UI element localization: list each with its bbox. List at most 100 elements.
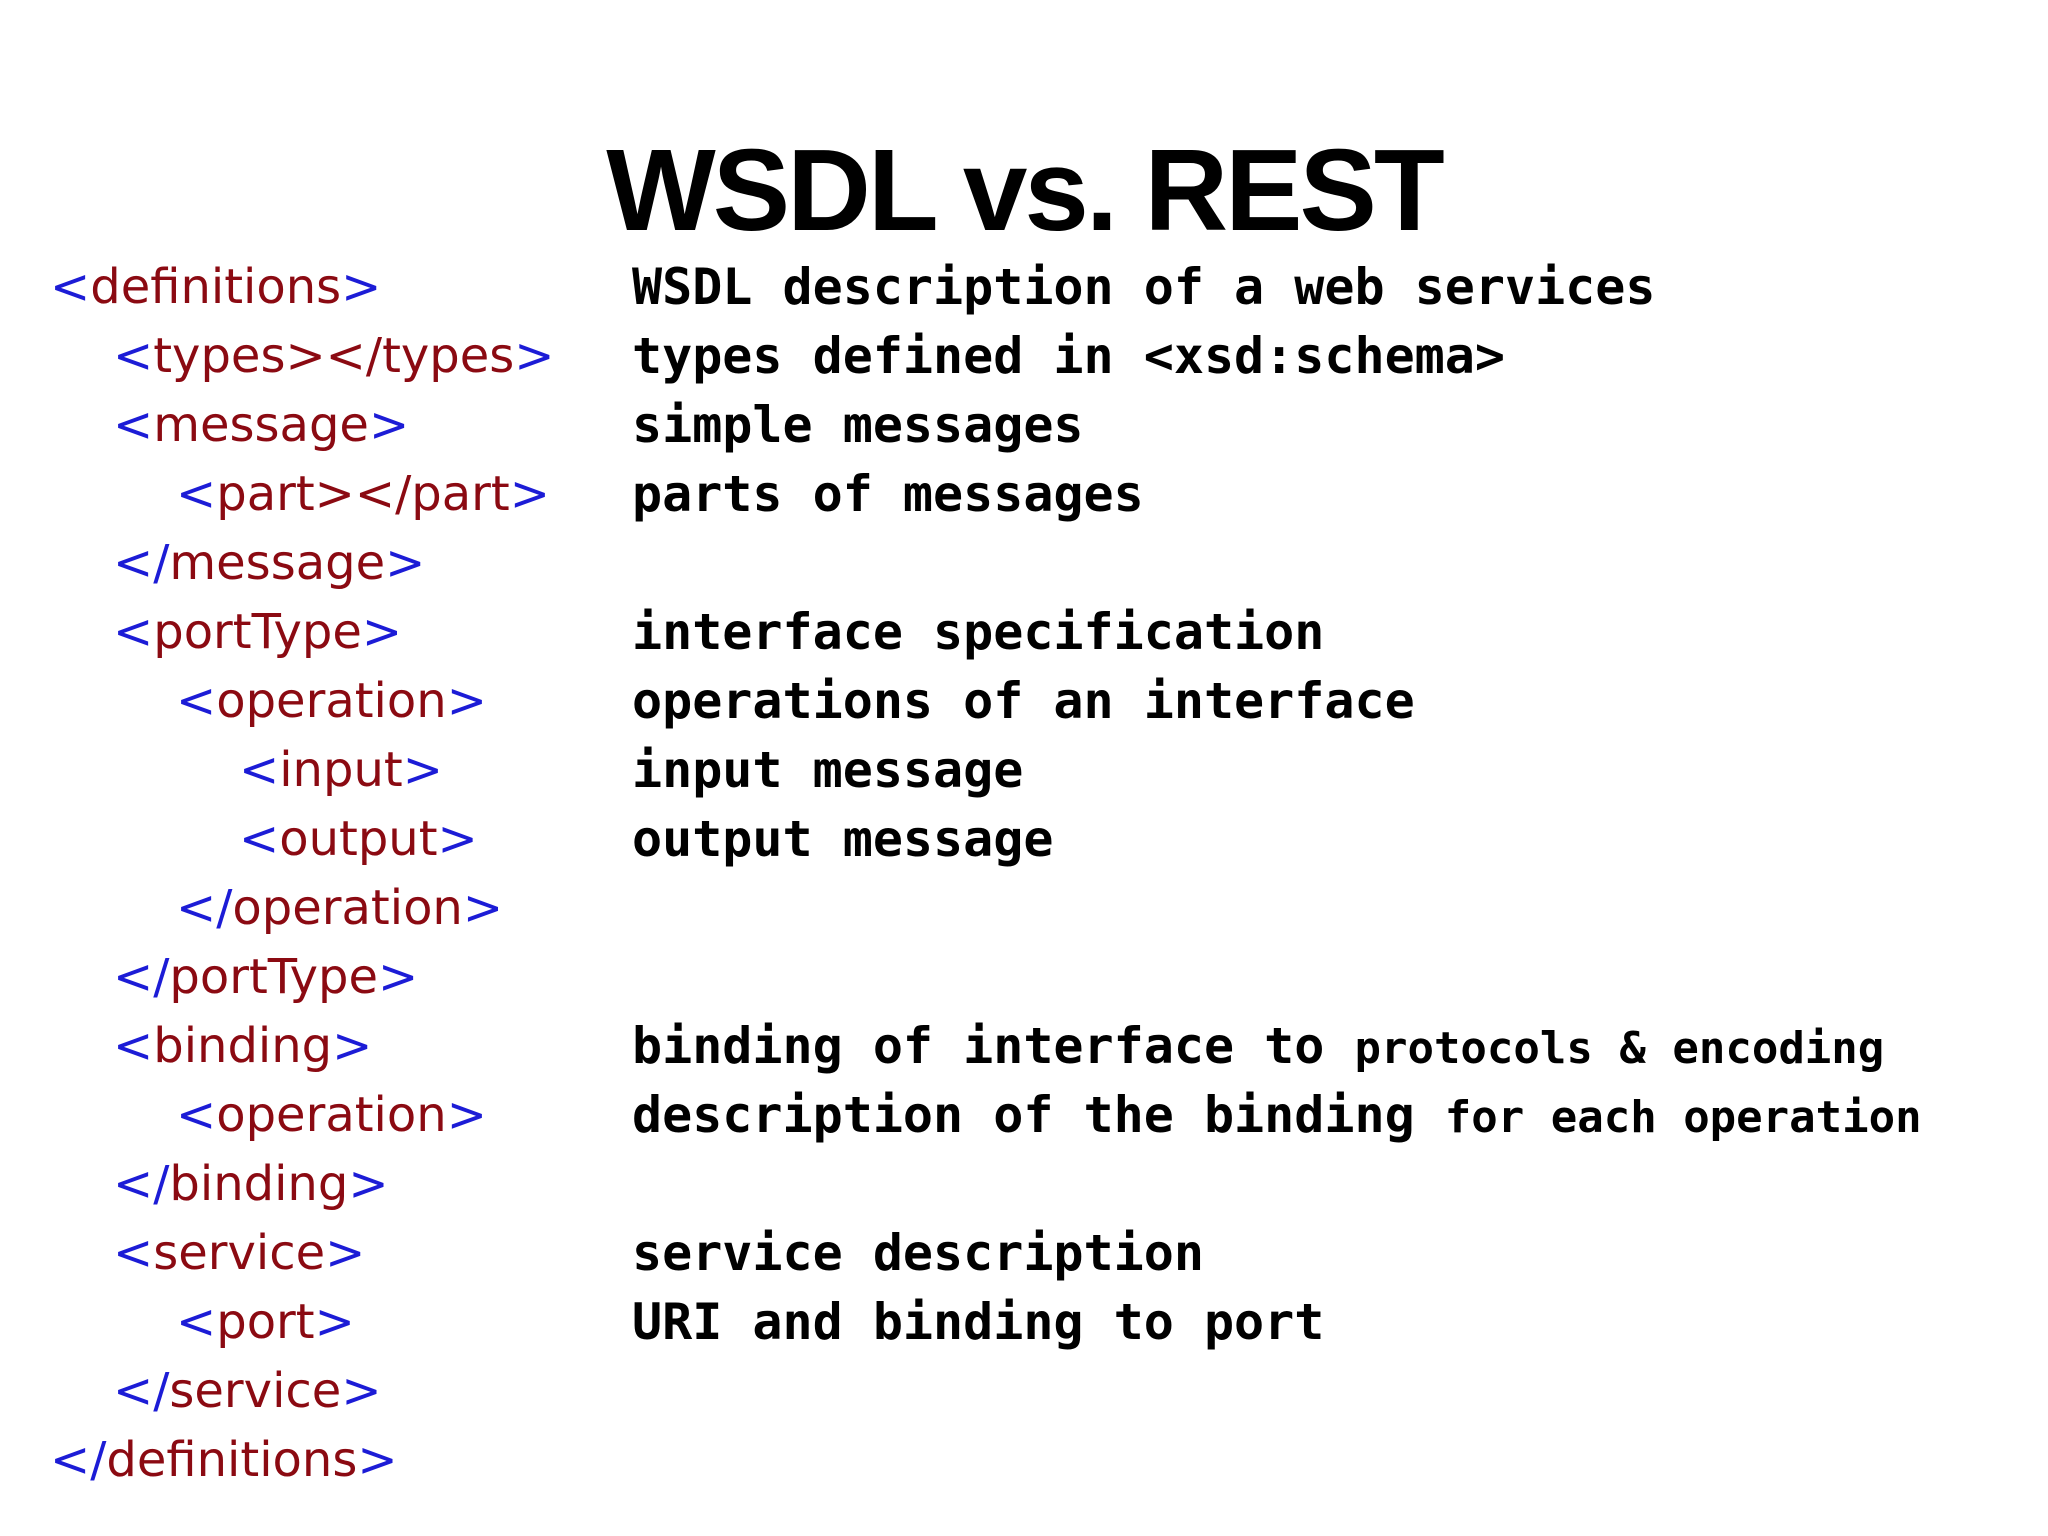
- tag-open-bracket: <: [239, 742, 280, 798]
- description-line: parts of messages: [632, 460, 1144, 529]
- tag-name: types></types: [153, 328, 515, 384]
- tag-name: message: [153, 397, 369, 453]
- tag-close-bracket: >: [348, 1156, 389, 1212]
- description-line: simple messages: [632, 391, 1084, 460]
- tag-open-bracket: <: [239, 811, 280, 867]
- description-line: URI and binding to port: [632, 1288, 1324, 1357]
- tag-name: definitions: [90, 259, 342, 315]
- tag-close-bracket: >: [341, 1363, 382, 1419]
- xml-tag-line: <part></part>: [176, 460, 550, 529]
- description-line: operations of an interface: [632, 667, 1415, 736]
- xml-tag-line: </operation>: [176, 874, 503, 943]
- xml-tag-line: <service>: [113, 1219, 365, 1288]
- tag-close-bracket: >: [385, 535, 426, 591]
- description-line: description of the binding for each oper…: [632, 1081, 1922, 1150]
- tag-name: portType: [153, 604, 362, 660]
- description-text-small: protocols & encoding: [1354, 1023, 1885, 1074]
- tag-open-bracket: <: [176, 466, 217, 522]
- tag-name: portType: [169, 949, 379, 1005]
- tag-name: service: [169, 1363, 342, 1419]
- xml-tag-line: <binding>: [113, 1012, 372, 1081]
- tag-name: binding: [153, 1018, 333, 1074]
- description-text: parts of messages: [632, 465, 1144, 523]
- tag-name: port: [216, 1294, 315, 1350]
- xml-tag-line: <port>: [176, 1288, 355, 1357]
- description-line: output message: [632, 805, 1053, 874]
- slide-title: WSDL vs. REST: [606, 125, 1444, 255]
- tag-open-bracket: </: [176, 880, 233, 936]
- tag-name: input: [279, 742, 403, 798]
- tag-name: part></part: [216, 466, 510, 522]
- xml-tag-line: <output>: [239, 805, 478, 874]
- tag-name: operation: [216, 673, 447, 729]
- tag-close-bracket: >: [446, 673, 487, 729]
- description-text: WSDL description of a web services: [632, 258, 1656, 316]
- xml-tag-line: <portType>: [113, 598, 402, 667]
- tag-close-bracket: >: [446, 1087, 487, 1143]
- tag-open-bracket: <: [50, 259, 91, 315]
- tag-name: service: [153, 1225, 326, 1281]
- tag-close-bracket: >: [462, 880, 504, 936]
- tag-name: operation: [232, 880, 463, 936]
- description-text: URI and binding to port: [632, 1293, 1325, 1351]
- tag-close-bracket: >: [437, 811, 478, 867]
- xml-tag-line: <input>: [239, 736, 443, 805]
- description-text: output message: [632, 810, 1054, 868]
- tag-close-bracket: >: [325, 1225, 366, 1281]
- tag-open-bracket: </: [113, 949, 170, 1005]
- description-text: types defined in <xsd:schema>: [632, 327, 1505, 385]
- xml-tag-line: </service>: [113, 1357, 382, 1426]
- tag-open-bracket: <: [176, 673, 217, 729]
- tag-close-bracket: >: [357, 1432, 398, 1488]
- description-line: service description: [632, 1219, 1204, 1288]
- tag-open-bracket: <: [113, 1018, 154, 1074]
- tag-open-bracket: <: [176, 1294, 217, 1350]
- tag-name: binding: [169, 1156, 349, 1212]
- xml-tag-line: <operation>: [176, 1081, 487, 1150]
- description-text: operations of an interface: [632, 672, 1415, 730]
- tag-close-bracket: >: [509, 466, 550, 522]
- description-text: service description: [632, 1224, 1204, 1282]
- tag-close-bracket: >: [361, 604, 403, 660]
- tag-close-bracket: >: [402, 742, 443, 798]
- tag-open-bracket: </: [113, 1156, 170, 1212]
- tag-close-bracket: >: [514, 328, 555, 384]
- tag-open-bracket: <: [176, 1087, 217, 1143]
- tag-open-bracket: <: [113, 328, 154, 384]
- tag-close-bracket: >: [368, 397, 410, 453]
- description-text: interface specification: [632, 603, 1325, 661]
- tag-open-bracket: <: [113, 397, 154, 453]
- xml-tag-line: <types></types>: [113, 322, 555, 391]
- tag-name: operation: [216, 1087, 447, 1143]
- tag-name: definitions: [106, 1432, 358, 1488]
- description-line: types defined in <xsd:schema>: [632, 322, 1505, 391]
- tag-close-bracket: >: [332, 1018, 373, 1074]
- description-line: interface specification: [632, 598, 1324, 667]
- description-text-small: for each operation: [1444, 1092, 1922, 1143]
- xml-tag-line: </message>: [113, 529, 425, 598]
- tag-open-bracket: <: [113, 1225, 154, 1281]
- tag-open-bracket: </: [113, 535, 170, 591]
- description-text: binding of interface to: [632, 1017, 1355, 1075]
- xml-tag-line: </definitions>: [50, 1426, 398, 1495]
- tag-name: message: [169, 535, 386, 591]
- description-line: binding of interface to protocols & enco…: [632, 1012, 1884, 1081]
- xml-tag-line: </portType>: [113, 943, 418, 1012]
- xml-tag-line: <operation>: [176, 667, 487, 736]
- description-line: WSDL description of a web services: [632, 253, 1656, 322]
- tag-close-bracket: >: [378, 949, 419, 1005]
- tag-close-bracket: >: [341, 259, 382, 315]
- tag-open-bracket: <: [113, 604, 154, 660]
- xml-tag-line: <definitions>: [50, 253, 381, 322]
- tag-name: output: [279, 811, 438, 867]
- tag-open-bracket: </: [113, 1363, 170, 1419]
- description-line: input message: [632, 736, 1023, 805]
- tag-open-bracket: </: [50, 1432, 107, 1488]
- description-text: description of the binding: [632, 1086, 1445, 1144]
- xml-tag-line: <message>: [113, 391, 409, 460]
- tag-close-bracket: >: [314, 1294, 355, 1350]
- xml-structure-column: <definitions><types></types><message><pa…: [0, 0, 620, 1536]
- description-text: input message: [632, 741, 1024, 799]
